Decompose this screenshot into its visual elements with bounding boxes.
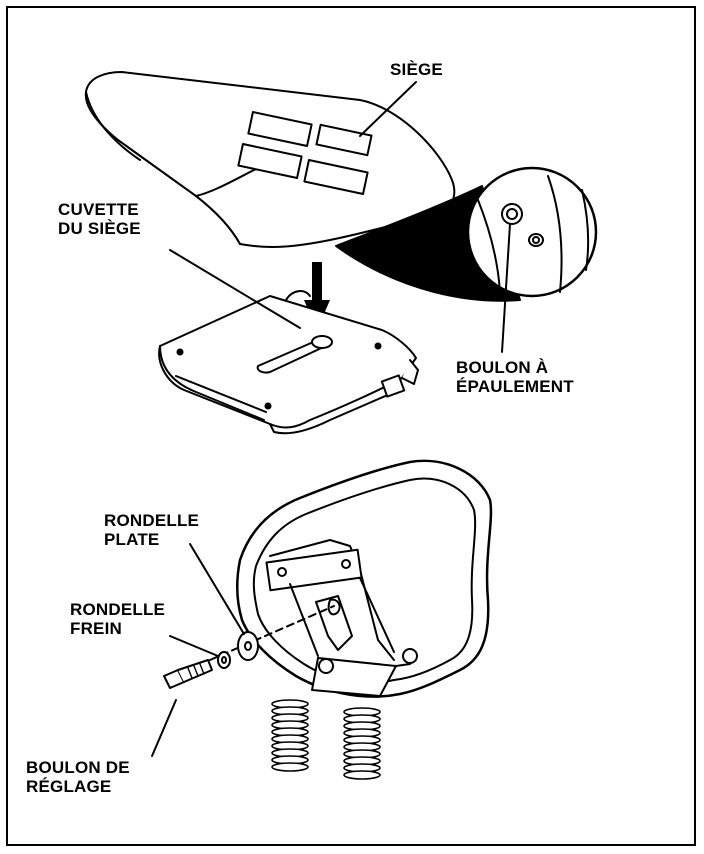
shoulder-bolt-leader xyxy=(501,223,511,353)
flat-washer xyxy=(237,631,259,661)
seat-label: SIÈGE xyxy=(390,60,443,79)
lock-washer-leader xyxy=(169,635,219,657)
lock-washer-label: RONDELLE FREIN xyxy=(70,600,166,638)
flat-washer-leader xyxy=(189,543,245,635)
adjust-bolt-leader xyxy=(151,699,177,757)
lock-washer xyxy=(217,651,231,669)
seat-pan-leader xyxy=(169,249,301,329)
seat-cushion xyxy=(84,71,456,248)
detail-circle xyxy=(466,166,598,298)
flat-washer-label: RONDELLE PLATE xyxy=(104,511,200,549)
adjust-bolt-label: BOULON DE RÉGLAGE xyxy=(26,758,130,796)
assembly-dash xyxy=(209,605,335,661)
spring-right xyxy=(343,707,381,780)
seat-bottom xyxy=(236,459,493,698)
adjust-bolt xyxy=(163,659,213,689)
seat-pan xyxy=(158,290,419,435)
spring-left xyxy=(271,699,309,772)
seat-pan-label: CUVETTE DU SIÈGE xyxy=(58,200,141,238)
shoulder-bolt-label: BOULON À ÉPAULEMENT xyxy=(456,358,574,396)
seat-leader xyxy=(359,81,417,137)
